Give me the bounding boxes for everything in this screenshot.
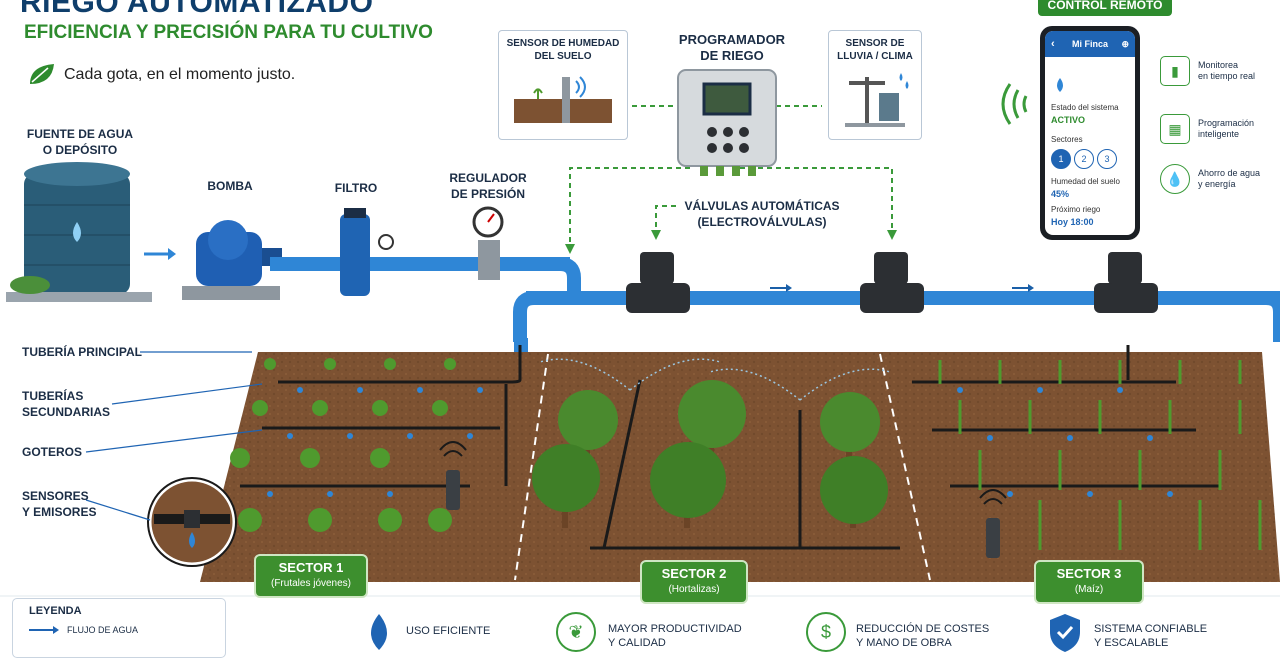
benefit-reliable: SISTEMA CONFIABLE Y ESCALABLE bbox=[1046, 612, 1207, 654]
water-source-label: FUENTE DE AGUA O DEPÓSITO bbox=[26, 127, 134, 157]
pump-label: BOMBA bbox=[207, 179, 253, 193]
sector-2-label: SECTOR 2 (Hortalizas) bbox=[640, 560, 748, 604]
drippers-label: GOTEROS bbox=[22, 445, 83, 459]
regulator-label: REGULADOR DE PRESIÓN bbox=[449, 171, 527, 201]
weather-station-icon bbox=[845, 73, 909, 127]
sector-button-2[interactable]: 2 bbox=[1074, 149, 1094, 169]
phone-screen: ‹ Mi Finca ⊕ Estado del sistema ACTIVO S… bbox=[1045, 31, 1135, 235]
feature-monitoring-text: Monitorea en tiempo real bbox=[1198, 60, 1256, 81]
benefit-costs: $ REDUCCIÓN DE COSTES Y MANO DE OBRA bbox=[806, 612, 989, 652]
page-title: RIEGO AUTOMATIZADO bbox=[20, 0, 374, 19]
soil-sensor-icon bbox=[514, 76, 612, 123]
water-drop-icon bbox=[1057, 78, 1063, 92]
humidity-value: 45% bbox=[1051, 189, 1070, 199]
benefit-reliable-text: SISTEMA CONFIABLE Y ESCALABLE bbox=[1094, 623, 1208, 649]
plant-icon: ❦ bbox=[556, 612, 596, 652]
arrow-right-icon bbox=[29, 626, 59, 634]
legend: LEYENDA FLUJO DE AGUA bbox=[12, 598, 226, 658]
filter-label: FILTRO bbox=[334, 181, 378, 195]
status-label: Estado del sistema bbox=[1051, 103, 1119, 112]
drop-icon bbox=[371, 614, 387, 650]
app-title: Mi Finca bbox=[1071, 39, 1108, 49]
humidity-label: Humedad del suelo bbox=[1051, 177, 1120, 186]
legend-flow-label: FLUJO DE AGUA bbox=[67, 625, 139, 635]
humidity-sensor-box: SENSOR DE HUMEDAD DEL SUELO bbox=[498, 30, 628, 140]
sector-2-crop: (Hortalizas) bbox=[668, 584, 720, 595]
app-header: ‹ Mi Finca ⊕ bbox=[1045, 31, 1135, 57]
benefit-productivity-text: MAYOR PRODUCTIVIDAD Y CALIDAD bbox=[608, 623, 742, 649]
calendar-icon: ▦ bbox=[1160, 114, 1190, 144]
sector-button-3[interactable]: 3 bbox=[1097, 149, 1117, 169]
benefit-efficient-use: USO EFICIENTE bbox=[362, 612, 490, 652]
sensors-label: SENSORES Y EMISORES bbox=[22, 489, 97, 519]
benefit-productivity: ❦ MAYOR PRODUCTIVIDAD Y CALIDAD bbox=[556, 612, 742, 652]
sector-2-name: SECTOR 2 bbox=[661, 566, 727, 581]
next-irrigation-value: Hoy 18:00 bbox=[1051, 217, 1094, 227]
legend-title: LEYENDA bbox=[29, 605, 82, 617]
irrigation-illustration bbox=[0, 69, 1280, 597]
water-drop-icon: 💧 bbox=[1160, 164, 1190, 194]
feature-monitoring: ▮ Monitorea en tiempo real bbox=[1160, 56, 1255, 86]
sector-3-crop: (Maíz) bbox=[1074, 584, 1104, 595]
tagline: Cada gota, en el momento justo. bbox=[64, 66, 296, 83]
leaf-icon bbox=[30, 64, 54, 84]
shield-icon bbox=[1050, 614, 1080, 652]
next-irrigation-label: Próximo riego bbox=[1051, 205, 1101, 214]
sector-button-1[interactable]: 1 bbox=[1051, 149, 1071, 169]
sector-1-label: SECTOR 1 (Frutales jóvenes) bbox=[254, 554, 368, 598]
benefit-efficient-use-text: USO EFICIENTE bbox=[406, 625, 491, 637]
controller-label: PROGRAMADOR DE RIEGO bbox=[678, 32, 786, 63]
page-subtitle: EFICIENCIA Y PRECISIÓN PARA TU CULTIVO bbox=[24, 22, 433, 43]
valves-label: VÁLVULAS AUTOMÁTICAS (ELECTROVÁLVULAS) bbox=[684, 199, 840, 229]
status-value: ACTIVO bbox=[1051, 115, 1086, 125]
sectors-label: Sectores bbox=[1051, 135, 1083, 144]
humidity-sensor-label: SENSOR DE HUMEDAD DEL SUELO bbox=[506, 38, 620, 62]
rain-sensor-box: SENSOR DE LLUVIA / CLIMA bbox=[828, 30, 922, 140]
back-icon[interactable]: ‹ bbox=[1051, 38, 1055, 50]
phone-app: ‹ Mi Finca ⊕ Estado del sistema ACTIVO S… bbox=[1040, 26, 1140, 240]
feature-saving: 💧 Ahorro de agua y energía bbox=[1160, 164, 1260, 194]
settings-icon[interactable]: ⊕ bbox=[1121, 38, 1129, 49]
dollar-icon: $ bbox=[806, 612, 846, 652]
legend-flow-item: FLUJO DE AGUA bbox=[29, 625, 209, 635]
feature-scheduling: ▦ Programación inteligente bbox=[1160, 114, 1254, 144]
sector-3-label: SECTOR 3 (Maíz) bbox=[1034, 560, 1144, 604]
remote-control-badge: CONTROL REMOTO bbox=[1038, 0, 1172, 16]
sector-1-name: SECTOR 1 bbox=[278, 560, 344, 575]
feature-scheduling-text: Programación inteligente bbox=[1198, 118, 1255, 139]
secondary-pipes-label: TUBERÍAS SECUNDARIAS bbox=[22, 389, 111, 419]
bar-chart-icon: ▮ bbox=[1160, 56, 1190, 86]
sector-1-crop: (Frutales jóvenes) bbox=[270, 578, 352, 589]
benefit-costs-text: REDUCCIÓN DE COSTES Y MANO DE OBRA bbox=[856, 623, 990, 649]
sector-3-name: SECTOR 3 bbox=[1056, 566, 1122, 581]
feature-saving-text: Ahorro de agua y energía bbox=[1198, 168, 1261, 189]
rain-sensor-label: SENSOR DE LLUVIA / CLIMA bbox=[837, 38, 913, 62]
main-pipe-label: TUBERÍA PRINCIPAL bbox=[22, 345, 142, 359]
